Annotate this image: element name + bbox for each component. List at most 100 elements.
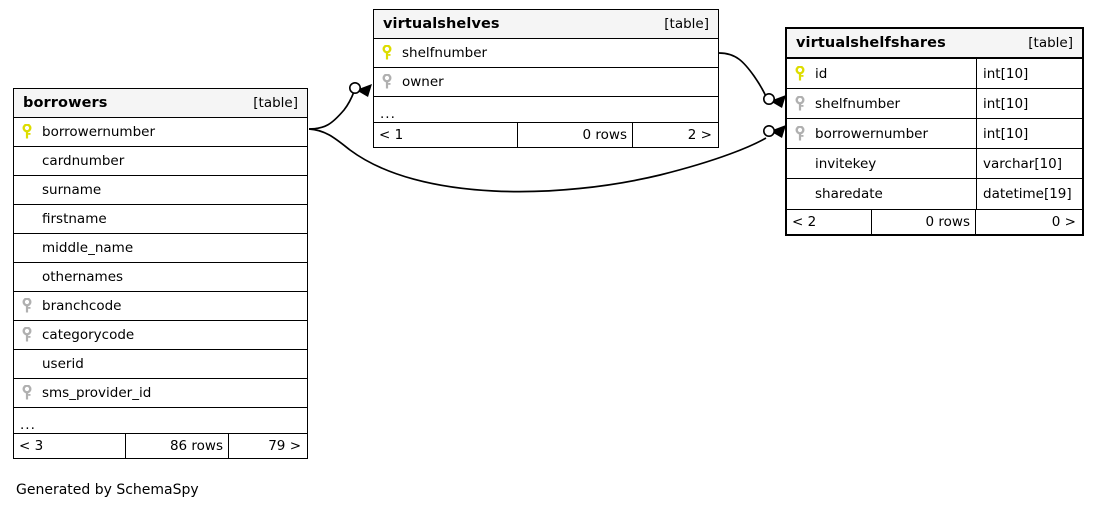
- table-row[interactable]: borrowernumber int[10]: [787, 119, 1082, 149]
- column-cell-middle-name: middle_name: [14, 234, 307, 262]
- column-label: owner: [402, 74, 444, 90]
- footer-row-count: 86 rows: [125, 434, 228, 458]
- footer-parents-link[interactable]: < 2: [792, 214, 817, 230]
- edge-endpoint-circle-borrowernumber: [762, 125, 775, 138]
- table-row[interactable]: invitekey varchar[10]: [787, 149, 1082, 179]
- column-cell-userid: userid: [14, 350, 307, 378]
- table-row[interactable]: owner: [374, 68, 718, 97]
- more-columns-indicator: ...: [374, 97, 718, 122]
- table-header-borrowers: borrowers [table]: [14, 89, 307, 118]
- table-footer-virtualshelfshares: < 2 0 rows 0 >: [787, 209, 1082, 234]
- column-type: int[10]: [976, 89, 1082, 118]
- table-header-virtualshelfshares: virtualshelfshares [table]: [787, 29, 1082, 59]
- table-row[interactable]: sms_provider_id: [14, 379, 307, 408]
- foreign-key-icon: [795, 95, 815, 112]
- table-footer-virtualshelves: < 1 0 rows 2 >: [374, 122, 718, 147]
- column-label: branchcode: [42, 298, 122, 314]
- column-cell-branchcode: branchcode: [14, 292, 307, 320]
- footer-row-count: 0 rows: [871, 210, 975, 234]
- table-row[interactable]: surname: [14, 176, 307, 205]
- column-label: invitekey: [815, 155, 877, 172]
- table-node-borrowers[interactable]: borrowers [table] borrowernumber: [13, 88, 308, 459]
- primary-key-icon: [22, 124, 42, 140]
- column-type: int[10]: [976, 59, 1082, 88]
- column-type: int[10]: [976, 119, 1082, 148]
- table-kind-borrowers: [table]: [253, 95, 298, 111]
- foreign-key-icon: [382, 74, 402, 90]
- table-row[interactable]: userid: [14, 350, 307, 379]
- table-footer-borrowers: < 3 86 rows 79 >: [14, 433, 307, 458]
- column-cell-cardnumber: cardnumber: [14, 147, 307, 175]
- foreign-key-icon: [795, 125, 815, 142]
- column-label: sms_provider_id: [42, 385, 152, 401]
- footer-children-link[interactable]: 79 >: [228, 434, 307, 458]
- table-row[interactable]: firstname: [14, 205, 307, 234]
- column-list-virtualshelfshares: id int[10] shelfnumber int[10]: [787, 59, 1082, 209]
- arrow-virtualshelves-owner: [356, 84, 372, 97]
- column-label: othernames: [42, 269, 124, 285]
- column-label: cardnumber: [42, 153, 125, 169]
- table-row[interactable]: id int[10]: [787, 59, 1082, 89]
- column-cell-surname: surname: [14, 176, 307, 204]
- table-title-borrowers: borrowers: [23, 95, 108, 111]
- table-row[interactable]: cardnumber: [14, 147, 307, 176]
- column-label: userid: [42, 356, 84, 372]
- table-row[interactable]: shelfnumber int[10]: [787, 89, 1082, 119]
- table-title-virtualshelfshares: virtualshelfshares: [796, 35, 946, 51]
- column-type: datetime[19]: [976, 179, 1082, 209]
- table-title-virtualshelves: virtualshelves: [383, 16, 500, 32]
- column-label: borrowernumber: [815, 125, 929, 142]
- table-kind-virtualshelves: [table]: [664, 16, 709, 32]
- table-row[interactable]: othernames: [14, 263, 307, 292]
- column-cell-borrowernumber: borrowernumber: [787, 119, 976, 148]
- ellipsis-label: ...: [20, 416, 36, 433]
- table-kind-virtualshelfshares: [table]: [1028, 35, 1073, 51]
- column-label: firstname: [42, 211, 107, 227]
- table-row[interactable]: shelfnumber: [374, 39, 718, 68]
- table-row[interactable]: middle_name: [14, 234, 307, 263]
- table-row[interactable]: borrowernumber: [14, 118, 307, 147]
- column-label: shelfnumber: [815, 95, 901, 112]
- table-node-virtualshelfshares[interactable]: virtualshelfshares [table] id int[10]: [785, 27, 1084, 236]
- edge-endpoint-circle-shelfnumber: [762, 93, 775, 106]
- primary-key-icon: [382, 45, 402, 61]
- column-label: id: [815, 65, 828, 82]
- table-row[interactable]: sharedate datetime[19]: [787, 179, 1082, 209]
- footer-children-link[interactable]: 2 >: [632, 123, 718, 147]
- table-node-virtualshelves[interactable]: virtualshelves [table] shelfnumber: [373, 9, 719, 148]
- primary-key-icon: [795, 65, 815, 82]
- table-row[interactable]: categorycode: [14, 321, 307, 350]
- generated-by-credit: Generated by SchemaSpy: [16, 482, 199, 498]
- column-cell-id: id: [787, 59, 976, 88]
- column-cell-invitekey: invitekey: [787, 149, 976, 178]
- foreign-key-icon: [22, 327, 42, 343]
- column-label: middle_name: [42, 240, 134, 256]
- column-cell-firstname: firstname: [14, 205, 307, 233]
- more-columns-indicator: ...: [14, 408, 307, 433]
- column-cell-borrowernumber: borrowernumber: [14, 118, 307, 146]
- column-label: categorycode: [42, 327, 135, 343]
- column-cell-othernames: othernames: [14, 263, 307, 291]
- foreign-key-icon: [22, 385, 42, 401]
- column-list-borrowers: borrowernumber cardnumber surname firs: [14, 118, 307, 433]
- column-cell-shelfnumber: shelfnumber: [787, 89, 976, 118]
- edge-endpoint-circle-owner: [348, 82, 361, 95]
- column-cell-shelfnumber: shelfnumber: [374, 39, 718, 67]
- column-label: surname: [42, 182, 102, 198]
- footer-row-count: 0 rows: [517, 123, 632, 147]
- footer-parents-link[interactable]: < 1: [379, 127, 404, 143]
- table-header-virtualshelves: virtualshelves [table]: [374, 10, 718, 39]
- column-cell-owner: owner: [374, 68, 718, 96]
- foreign-key-icon: [22, 298, 42, 314]
- ellipsis-label: ...: [380, 105, 396, 122]
- footer-children-link[interactable]: 0 >: [975, 210, 1082, 234]
- footer-parents-link[interactable]: < 3: [19, 438, 44, 454]
- column-cell-categorycode: categorycode: [14, 321, 307, 349]
- arrow-virtualshelfshares-borrowernumber: [770, 125, 786, 138]
- edge-virtualshelves-virtualshelfshares-shelfnumber: [718, 52, 768, 100]
- column-label: sharedate: [815, 186, 883, 202]
- table-row[interactable]: branchcode: [14, 292, 307, 321]
- column-cell-sms-provider-id: sms_provider_id: [14, 379, 307, 407]
- column-label: borrowernumber: [42, 124, 156, 140]
